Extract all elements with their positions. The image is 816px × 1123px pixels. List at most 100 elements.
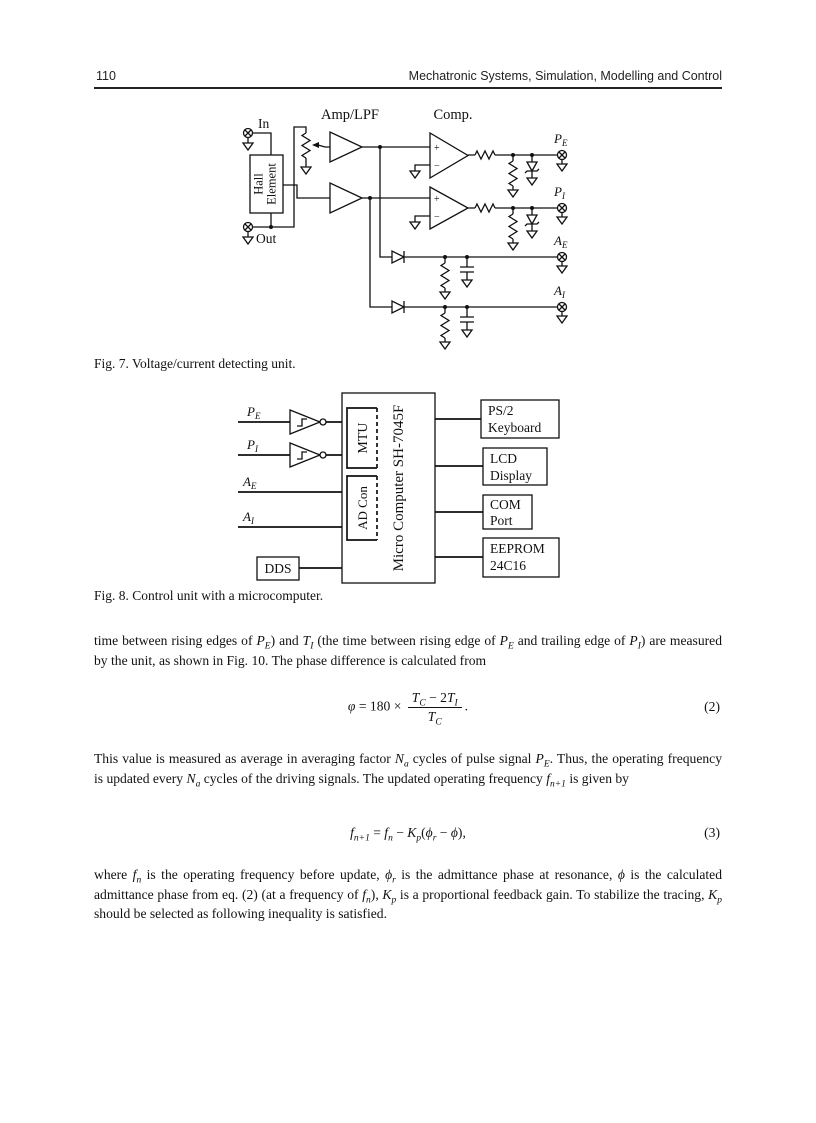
keyboard-box: PS/2 Keyboard [480,399,560,439]
ground-symbol [525,230,539,240]
potentiometer [300,132,330,165]
filter-capacitor [460,307,474,339]
eq2-numerator: TC − 2TI [407,690,462,708]
wire [252,132,272,155]
dds-box: DDS [256,556,300,581]
ground-symbol [408,170,422,180]
plus-sign: + [434,194,440,205]
ai-output-label: AI [553,283,566,300]
lcd-label-line1: LCD [490,451,517,466]
paragraph-3: where fn is the operating frequency befo… [94,867,722,921]
ground-symbol [555,216,569,226]
ground-symbol [299,165,313,176]
ground-symbol [241,231,255,246]
filter-resistor [438,257,452,301]
eeprom-label-line2: 24C16 [490,558,526,573]
wire [414,215,430,222]
amplifier-1 [329,130,364,164]
ai-input-label: AI [242,509,255,526]
plus-sign: + [434,143,440,154]
ground-symbol [241,137,255,152]
wire [252,213,272,228]
pulldown-resistor [506,208,520,252]
fig8-block-diagram: PE PI AE AI Micro Computer SH-7045F [238,392,560,584]
ground-symbol [438,291,452,301]
pi-input-label: PI [246,437,259,454]
eq3-number: (3) [704,825,720,840]
eq3-expression: fn+1 = fn − Kp(ϕr − ϕ), [350,825,466,844]
equation-3: fn+1 = fn − Kp(ϕr − ϕ), (3) [94,819,722,847]
pe-input-label: PE [246,404,261,421]
ground-symbol [438,341,452,351]
microcomputer-label: Micro Computer SH-7045F [391,405,407,572]
amp-lpf-label: Amp/LPF [321,107,379,123]
minus-sign: − [434,212,440,223]
eeprom-label-line1: EEPROM [490,541,545,556]
eq2-number: (2) [704,699,720,714]
paragraph-2: This value is measured as average in ave… [94,751,722,790]
ground-symbol [555,163,569,173]
ground-symbol [506,189,520,199]
pulldown-resistor [506,155,520,199]
resistor [474,202,496,214]
ground-symbol [460,279,474,289]
ground-symbol [506,242,520,252]
eq2-period: . [464,698,469,714]
fig8-caption: Fig. 8. Control unit with a microcompute… [94,588,324,603]
in-label: In [258,116,269,131]
filter-capacitor [460,257,474,289]
adcon-box: AD Con [346,475,378,541]
wire [379,147,392,258]
resistor [474,149,496,161]
com-box: COM Port [482,494,533,530]
comp-label: Comp. [433,107,472,123]
eq2-denominator: TC [427,708,442,728]
ground-symbol [408,221,422,231]
keyboard-label-line1: PS/2 [488,403,514,418]
dds-label: DDS [264,561,291,576]
amplifier-2 [329,181,364,215]
hall-label-line1: Hall [252,173,266,195]
microcomputer-box: Micro Computer SH-7045F [341,392,436,584]
zener-diode [524,155,540,187]
fig7-caption: Fig. 7. Voltage/current detecting unit. [94,356,296,371]
zener-diode [524,208,540,240]
ae-terminal [555,251,569,275]
ae-output-label: AE [553,233,568,250]
ai-terminal [555,301,569,325]
wire [369,198,392,308]
eq2-lead: φ = 180 × [347,698,405,714]
com-label-line1: COM [490,497,521,512]
eeprom-box: EEPROM 24C16 [482,537,560,578]
ground-symbol [555,265,569,275]
pi-terminal [555,202,569,226]
wire [414,164,430,171]
wiper-arrow [312,142,319,148]
pe-output-label: PE [553,131,568,148]
out-label: Out [256,231,276,246]
running-title: Mechatronic Systems, Simulation, Modelli… [408,69,722,83]
pi-output-label: PI [553,184,566,201]
page-header: 110 Mechatronic Systems, Simulation, Mod… [94,68,722,89]
in-terminal: In [242,116,269,139]
comparator-2: + − [429,185,470,231]
wire [283,184,330,199]
ground-symbol [525,177,539,187]
lcd-box: LCD Display [482,447,548,486]
lcd-label-line2: Display [490,468,532,483]
pe-terminal [555,149,569,173]
ae-input-label: AE [242,474,257,491]
ground-symbol [460,329,474,339]
paragraph-1: time between rising edges of PE) and TI … [94,633,723,668]
schmitt-inverter [289,442,327,468]
page-number: 110 [96,69,116,83]
ground-symbol [555,315,569,325]
filter-resistor [438,307,452,351]
mtu-box: MTU [346,407,378,469]
series-diode [391,249,406,265]
adcon-label: AD Con [355,486,370,530]
schmitt-inverter [289,409,327,435]
out-terminal: Out [242,221,276,246]
